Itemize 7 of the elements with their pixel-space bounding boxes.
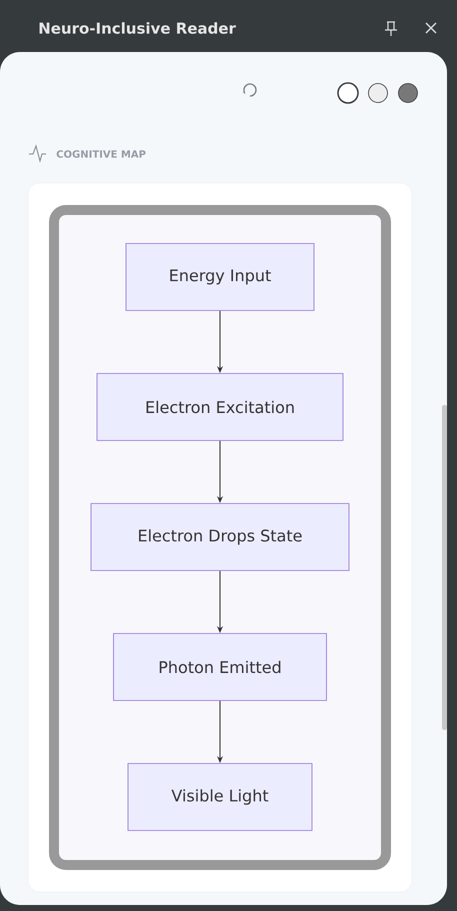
process-box: Photon Emitted — [113, 633, 327, 701]
process-box: Electron Excitation — [96, 373, 344, 441]
process-box: Visible Light — [128, 763, 312, 831]
section-heading: COGNITIVE MAP — [56, 150, 146, 158]
process-box: Electron Drops State — [90, 503, 350, 571]
window-title: Neuro-Inclusive Reader — [40, 22, 236, 34]
process-box: Energy Input — [126, 243, 314, 311]
